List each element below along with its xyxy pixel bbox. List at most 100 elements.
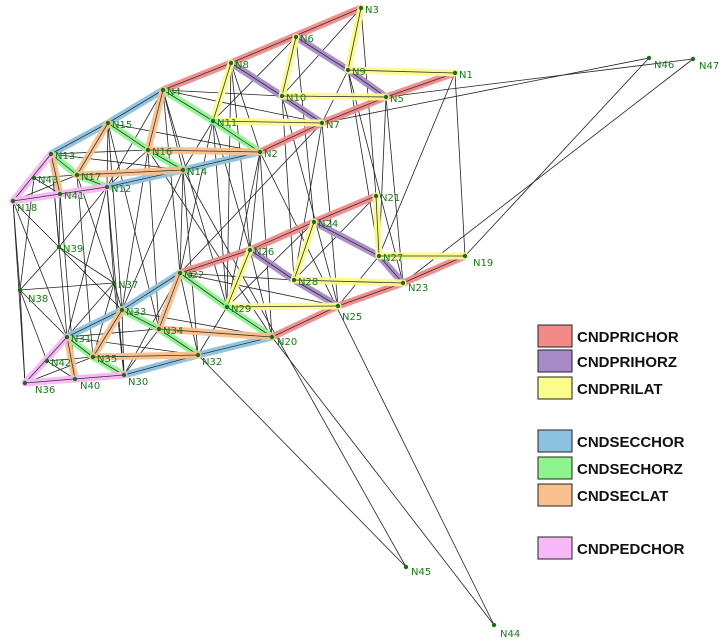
- member-cndprihorz[interactable]: [310, 218, 383, 260]
- member-cndsechorz[interactable]: [159, 86, 217, 125]
- member-cndprilat[interactable]: [290, 218, 318, 284]
- member-cndprichor[interactable]: [246, 218, 318, 254]
- member-cndprichor[interactable]: [334, 279, 407, 310]
- member-cndsechorz[interactable]: [104, 119, 152, 154]
- node-n23[interactable]: N23: [400, 280, 428, 294]
- node-n10[interactable]: N10: [279, 93, 306, 104]
- member-cndseclat[interactable]: [63, 333, 79, 383]
- node-n12[interactable]: N12: [104, 184, 131, 195]
- node-n18[interactable]: N18: [10, 198, 37, 214]
- node-n7[interactable]: N7: [319, 120, 340, 131]
- member-cndprihorz[interactable]: [375, 252, 407, 287]
- node-n8[interactable]: N8: [228, 60, 249, 71]
- node-n44[interactable]: N44: [491, 622, 520, 640]
- node-n3[interactable]: N3: [358, 5, 379, 16]
- member-cndsecchor[interactable]: [118, 269, 184, 314]
- member-cndseclat[interactable]: [73, 166, 187, 179]
- member-cndprilat[interactable]: [209, 117, 326, 127]
- member-cndprilat[interactable]: [223, 246, 254, 311]
- node-n15[interactable]: N15: [105, 120, 132, 131]
- node-n37[interactable]: N37: [111, 280, 138, 291]
- member-cndsechorz[interactable]: [63, 333, 97, 361]
- node-n27[interactable]: N27: [376, 253, 403, 264]
- node-n28[interactable]: N28: [291, 277, 318, 288]
- member-cndprichor[interactable]: [268, 302, 342, 341]
- member-cndprilat[interactable]: [223, 302, 342, 311]
- member-cndprichor[interactable]: [318, 93, 390, 127]
- node-n39[interactable]: N39: [56, 244, 83, 255]
- member-cndprihorz[interactable]: [246, 246, 298, 284]
- node-n36[interactable]: N36: [22, 380, 55, 396]
- node-n35[interactable]: N35: [90, 354, 117, 365]
- node-n6[interactable]: N6: [293, 34, 314, 45]
- node-n17[interactable]: N17: [74, 172, 101, 183]
- member-cndsechorz[interactable]: [209, 117, 264, 156]
- member-cndprilat[interactable]: [372, 192, 383, 260]
- member-cndseclat[interactable]: [144, 86, 167, 154]
- member-cndprilat[interactable]: [209, 59, 235, 125]
- member-cndsechorz[interactable]: [176, 269, 231, 311]
- node-n1[interactable]: N1: [452, 70, 473, 81]
- member-cndprilat[interactable]: [278, 92, 390, 101]
- member-cndseclat[interactable]: [89, 306, 126, 361]
- member-cndseclat[interactable]: [155, 325, 276, 341]
- node-n4[interactable]: N4: [160, 87, 181, 98]
- node-n42[interactable]: N42: [44, 358, 71, 369]
- node-n40[interactable]: N40: [72, 376, 100, 392]
- member-cndprichor[interactable]: [159, 59, 235, 94]
- node-n16[interactable]: N16: [145, 147, 172, 158]
- member-cndprichor[interactable]: [256, 119, 326, 156]
- member-cndprihorz[interactable]: [278, 92, 326, 127]
- member-cndsechorz[interactable]: [155, 325, 202, 359]
- node-n26[interactable]: N26: [247, 247, 274, 258]
- member-cndsechorz[interactable]: [118, 306, 163, 333]
- node-n45[interactable]: N45: [403, 564, 431, 578]
- member-cndprilat[interactable]: [290, 276, 407, 287]
- member-cndseclat[interactable]: [73, 119, 112, 179]
- member-cndsecchor[interactable]: [104, 86, 167, 127]
- node-n22[interactable]: N22: [177, 270, 204, 281]
- node-n33[interactable]: N33: [119, 307, 146, 318]
- member-cndprichor[interactable]: [310, 192, 380, 226]
- member-cndsecchor[interactable]: [194, 333, 276, 359]
- node-n30[interactable]: N30: [121, 372, 148, 388]
- member-cndprihorz[interactable]: [290, 276, 342, 310]
- node-marker: [345, 67, 351, 73]
- node-n46[interactable]: N46: [646, 55, 674, 71]
- node-n20[interactable]: N20: [269, 334, 297, 348]
- member-cndsecchor[interactable]: [47, 119, 112, 158]
- node-n19[interactable]: N19: [462, 253, 493, 269]
- node-n43[interactable]: N43: [31, 175, 58, 186]
- member-cndprihorz[interactable]: [292, 33, 352, 74]
- node-n38[interactable]: N38: [17, 287, 48, 305]
- node-n31[interactable]: N31: [64, 334, 91, 345]
- node-n24[interactable]: N24: [311, 219, 338, 230]
- member-cndprichor[interactable]: [382, 69, 459, 101]
- node-n11[interactable]: N11: [210, 118, 237, 129]
- member-cndprichor[interactable]: [399, 252, 469, 287]
- member-cndprilat[interactable]: [344, 66, 459, 77]
- member-cndprihorz[interactable]: [227, 59, 286, 100]
- member-cndsecchor[interactable]: [63, 306, 126, 341]
- node-n29[interactable]: N29: [224, 304, 251, 315]
- member-cndseclat[interactable]: [47, 150, 64, 198]
- member-cndprilat[interactable]: [278, 33, 300, 100]
- node-n14[interactable]: N14: [180, 167, 207, 178]
- member-cndseclat[interactable]: [155, 269, 184, 333]
- node-n21[interactable]: N21: [373, 193, 400, 204]
- node-n25[interactable]: N25: [335, 303, 362, 323]
- node-n2[interactable]: N2: [257, 149, 278, 160]
- node-n32[interactable]: N32: [195, 352, 222, 368]
- node-n34[interactable]: N34: [156, 326, 183, 337]
- member-cndprihorz[interactable]: [344, 66, 390, 101]
- member-cndseclat[interactable]: [144, 146, 264, 156]
- member-cndprilat[interactable]: [344, 4, 365, 74]
- node-n5[interactable]: N5: [383, 94, 404, 105]
- node-n41[interactable]: N41: [57, 191, 84, 202]
- node-n9[interactable]: N9: [345, 67, 366, 78]
- member-cndseclat[interactable]: [89, 351, 202, 361]
- member-cndprichor[interactable]: [176, 246, 254, 277]
- node-n47[interactable]: N47: [690, 56, 719, 72]
- node-n13[interactable]: N13: [48, 151, 75, 162]
- member-cndsechorz[interactable]: [223, 303, 276, 341]
